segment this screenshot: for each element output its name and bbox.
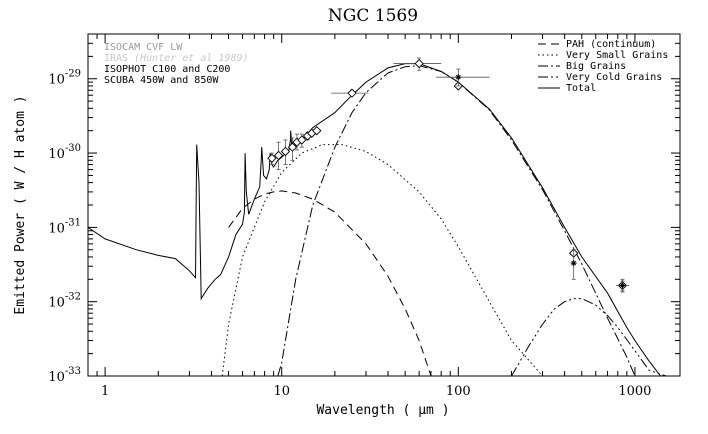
diamond-marker	[414, 58, 424, 69]
instrument-label: SCUBA 450W and 850W	[104, 75, 219, 86]
legend-label: Very Small Grains	[566, 50, 668, 61]
y-tick-exponent: -29	[65, 69, 81, 80]
instrument-label: ISOPHOT C100 and C200	[104, 64, 230, 75]
x-tick-label: 1000	[618, 384, 651, 399]
chart-title: NGC 1569	[328, 6, 418, 26]
y-tick-exponent: -33	[65, 366, 81, 377]
legend-label: Total	[566, 83, 596, 94]
x-tick-label: 100	[446, 384, 471, 399]
curve-very-small-grains	[221, 144, 543, 376]
y-axis-label: Emitted Power ( W / H atom )	[13, 95, 28, 314]
observed-data-points	[267, 57, 630, 293]
diamond-marker	[280, 146, 291, 157]
instrument-label: ISOCAM CVF LW	[104, 42, 183, 53]
x-axis-label: Wavelength ( μm )	[316, 403, 449, 418]
curve-total	[88, 63, 662, 376]
y-tick-exponent: -31	[65, 217, 81, 228]
legend-label: Very Cold Grains	[566, 72, 662, 83]
diamond-marker	[297, 135, 307, 145]
diamond-marker	[347, 88, 357, 98]
y-tick-label: 10-30	[48, 143, 81, 162]
instrument-label-name: IRAS	[104, 53, 128, 64]
diamond-marker	[287, 142, 298, 152]
star-marker	[619, 282, 626, 289]
curve-big-grains	[277, 65, 636, 376]
instrument-label-reference: (Hunter et al 1989)	[128, 53, 248, 64]
y-tick-mantissa: 10	[48, 221, 65, 236]
model-curves	[88, 63, 667, 376]
y-tick-mantissa: 10	[48, 370, 65, 385]
curve-very-cold-grains	[511, 298, 667, 376]
y-tick-mantissa: 10	[48, 147, 65, 162]
curve-pah-continuum	[228, 190, 432, 376]
legend-label: PAH (continuum)	[566, 39, 656, 50]
y-tick-exponent: -30	[65, 143, 81, 154]
diamond-marker	[273, 150, 284, 161]
instrument-label: IRAS (Hunter et al 1989)	[104, 53, 249, 64]
x-tick-label: 1	[101, 384, 109, 399]
diamond-marker	[267, 153, 277, 163]
y-tick-mantissa: 10	[48, 73, 65, 88]
legend-label: Big Grains	[566, 61, 626, 72]
y-tick-label: 10-33	[48, 366, 81, 385]
y-tick-label: 10-32	[48, 292, 81, 311]
y-tick-label: 10-31	[48, 217, 81, 236]
diamond-marker	[312, 126, 322, 136]
y-tick-mantissa: 10	[48, 296, 65, 311]
instrument-label-name: ISOCAM CVF LW	[104, 42, 183, 53]
y-tick-exponent: -32	[65, 292, 81, 303]
x-tick-label: 10	[273, 384, 290, 399]
y-tick-label: 10-29	[48, 69, 81, 88]
instrument-label-name: ISOPHOT C100 and C200	[104, 64, 230, 75]
star-marker	[570, 260, 577, 267]
star-marker	[455, 74, 462, 81]
instrument-label-name: SCUBA 450W and 850W	[104, 75, 219, 86]
